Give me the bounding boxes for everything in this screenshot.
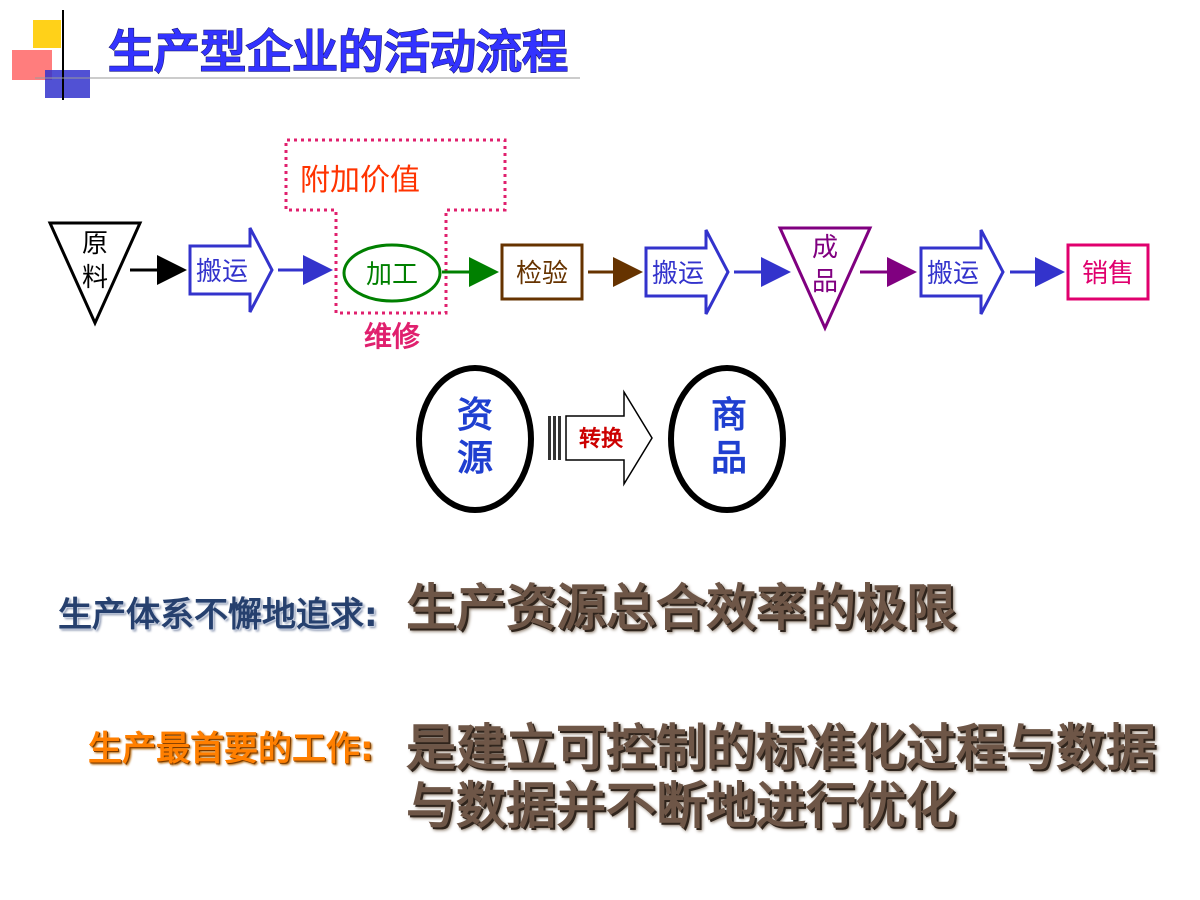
raw-material-char-2: 料	[82, 263, 108, 293]
sales-node	[1066, 243, 1150, 301]
process-label: 加工	[366, 260, 418, 290]
goods-char-1: 商	[711, 395, 747, 436]
convert-label: 转换	[579, 426, 624, 452]
raw-material-node	[47, 221, 143, 327]
convert-arrow	[548, 389, 653, 487]
maintenance-label: 维修	[364, 320, 421, 353]
primary-work-label: 生产最首要的工作:	[88, 729, 374, 769]
primary-work-value: 是建立可控制的标准化过程与数据 与数据并不断地进行优化	[406, 719, 1156, 835]
primary-work-value-line-1: 是建立可控制的标准化过程与数据	[406, 719, 1156, 777]
title-decoration	[12, 10, 580, 100]
process-node	[342, 243, 442, 303]
resources-char-2: 源	[457, 438, 493, 479]
move-node-3	[919, 229, 1005, 315]
page-title: 生产型企业的活动流程	[108, 25, 568, 79]
move-node-1	[188, 227, 274, 313]
value-added-label: 附加价值	[300, 163, 420, 198]
raw-material-char-1: 原	[82, 229, 108, 259]
move-node-2	[644, 229, 730, 315]
move-label-1: 搬运	[196, 257, 248, 287]
inspection-node	[500, 243, 584, 301]
pursuit-value: 生产资源总合效率的极限	[406, 579, 956, 637]
resources-char-1: 资	[457, 395, 493, 436]
value-added-outline	[284, 138, 507, 315]
pursuit-label: 生产体系不懈地追求:	[58, 595, 378, 635]
move-label-3: 搬运	[927, 259, 979, 289]
goods-char-2: 品	[711, 438, 747, 479]
goods-node	[668, 365, 786, 513]
inspection-label: 检验	[516, 259, 568, 289]
finished-goods-char-1: 成	[812, 233, 838, 263]
finished-goods-node	[777, 226, 873, 332]
sales-label: 销售	[1082, 259, 1134, 289]
finished-goods-char-2: 品	[812, 267, 838, 297]
move-label-2: 搬运	[652, 259, 704, 289]
primary-work-value-line-2: 与数据并不断地进行优化	[406, 776, 956, 835]
resources-node	[416, 365, 534, 513]
